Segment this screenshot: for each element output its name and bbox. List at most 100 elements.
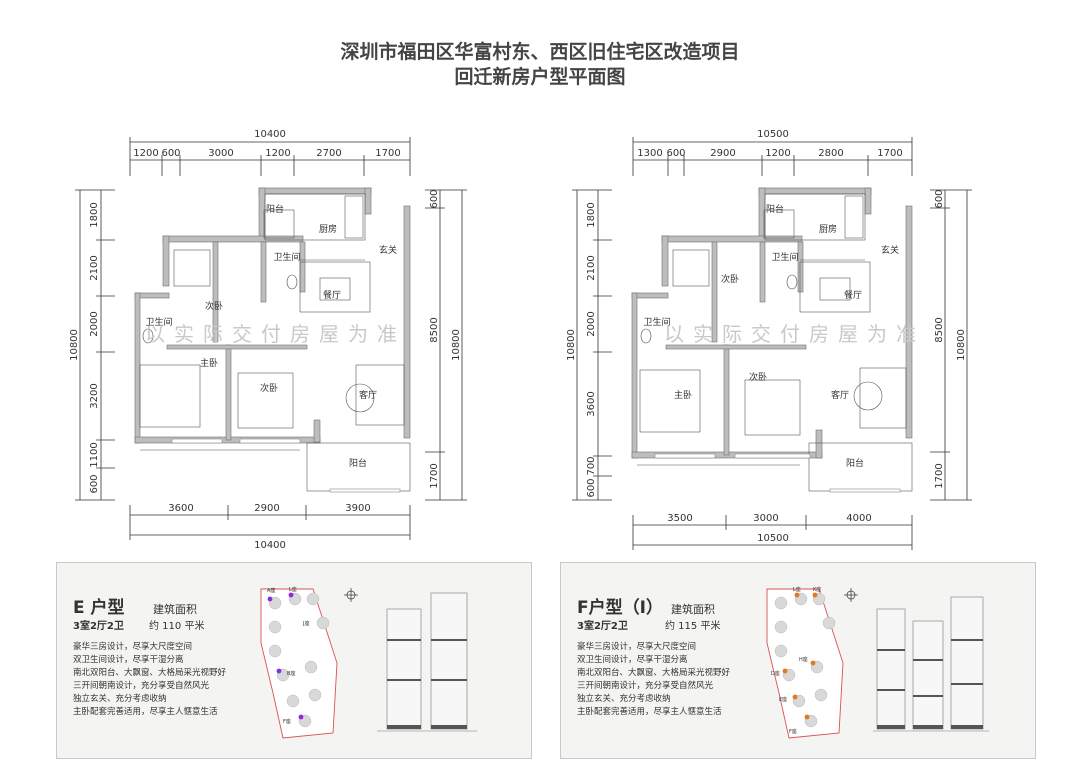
page-title: 深圳市福田区华富村东、西区旧住宅区改造项目 [340, 41, 740, 63]
dim-bottom: 3000 [753, 513, 778, 524]
dim-left: 1800 [586, 202, 597, 227]
site-label: F座 [283, 718, 291, 725]
dim-bottom: 4000 [846, 513, 871, 524]
dim-top: 1700 [877, 148, 902, 159]
room-label: 次卧 [260, 382, 278, 394]
room-label: 厨房 [819, 223, 837, 235]
dim-bottom-total: 10400 [254, 540, 286, 551]
dim-right: 600 [429, 189, 440, 208]
room-label: 客厅 [831, 389, 849, 401]
site-label: E座 [779, 696, 787, 703]
site-label: H座 [799, 656, 808, 663]
dim-left: 1100 [89, 442, 100, 467]
feature-item: 主卧配套完善适用，尽享主人惬意生活 [73, 707, 218, 717]
area-label: 建筑面积 [671, 603, 715, 616]
dim-top: 3000 [208, 148, 233, 159]
room-label: 客厅 [359, 389, 377, 401]
area-value: 约 110 平米 [149, 621, 205, 632]
dim-left-total: 10800 [69, 329, 80, 361]
dim-bottom: 3600 [168, 503, 193, 514]
dim-top: 1700 [375, 148, 400, 159]
site-label: L座 [793, 586, 801, 593]
feature-item: 独立玄关、充分考虑收纳 [73, 694, 167, 704]
feature-item: 豪华三房设计，尽享大尺度空间 [577, 642, 697, 652]
room-label: 卫生间 [643, 316, 670, 328]
room-label: 卫生间 [273, 251, 300, 263]
north-arrow-icon [844, 588, 858, 602]
feature-item: 豪华三房设计，尽享大尺度空间 [73, 642, 193, 652]
dim-left: 3600 [586, 391, 597, 416]
site-label: D座 [771, 670, 780, 677]
dim-top: 600 [666, 148, 685, 159]
dim-right-total: 10800 [451, 329, 462, 361]
dim-top-total: 10400 [254, 129, 286, 140]
area-value: 约 115 平米 [665, 621, 721, 632]
room-label: 次卧 [749, 371, 767, 383]
feature-item: 双卫生间设计，尽享干湿分离 [73, 655, 184, 665]
site-plan: A座 L座 J座 B座 F座 [260, 586, 358, 739]
dim-left: 3200 [89, 383, 100, 408]
dim-left: 600 [586, 478, 597, 497]
dim-top: 1200 [765, 148, 790, 159]
dim-top: 2700 [316, 148, 341, 159]
room-label: 主卧 [200, 357, 218, 369]
room-label: 卫生间 [771, 251, 798, 263]
room-label: 阳台 [266, 203, 284, 215]
feature-list: 豪华三房设计，尽享大尺度空间 双卫生间设计，尽享干湿分离 南北双阳台、大飘窗、大… [73, 641, 226, 719]
dim-right: 8500 [429, 317, 440, 342]
dim-bottom-total: 10500 [757, 533, 789, 544]
site-label: J座 [302, 620, 309, 627]
feature-item: 三开间朝南设计，充分享受自然风光 [73, 681, 210, 691]
building-elevation [873, 596, 989, 732]
room-label: 阳台 [766, 203, 784, 215]
north-arrow-icon [344, 588, 358, 602]
dim-left: 2100 [89, 255, 100, 280]
feature-item: 主卧配套完善适用，尽享主人惬意生活 [577, 707, 722, 717]
dim-bottom: 3500 [667, 513, 692, 524]
dim-bottom: 2900 [254, 503, 279, 514]
building-elevation [377, 592, 477, 732]
room-label: 次卧 [721, 273, 739, 285]
dim-left: 600 [89, 474, 100, 493]
watermark: 以实际交付房屋为准 [664, 322, 925, 346]
watermark: 以实际交付房屋为准 [145, 322, 406, 346]
dim-top: 2800 [818, 148, 843, 159]
site-label: B座 [287, 670, 295, 677]
unit-type: F户型（Ⅰ） [577, 598, 663, 618]
dim-left-total: 10800 [566, 329, 577, 361]
dim-right: 600 [934, 189, 945, 208]
dim-top: 2900 [710, 148, 735, 159]
site-plan: L座 K座 H座 D座 E座 F座 [766, 586, 858, 739]
dim-left: 700 [586, 456, 597, 475]
feature-item: 双卫生间设计，尽享干湿分离 [577, 655, 688, 665]
site-label: F座 [789, 728, 797, 735]
area-label: 建筑面积 [153, 603, 197, 616]
room-label: 阳台 [846, 457, 864, 469]
floor-plans: 10400 1200 600 3000 1200 2700 1700 3600 … [69, 129, 972, 551]
feature-item: 三开间朝南设计，充分享受自然风光 [577, 681, 714, 691]
page-subtitle: 回迁新房户型平面图 [454, 66, 626, 88]
unit-rooms: 3室2厅2卫 [73, 621, 124, 632]
room-label: 餐厅 [323, 289, 341, 301]
room-label: 卫生间 [145, 316, 172, 328]
room-label: 阳台 [349, 457, 367, 469]
dim-right: 8500 [934, 317, 945, 342]
feature-item: 南北双阳台、大飘窗、大格局采光视野好 [73, 668, 227, 678]
room-label: 玄关 [881, 244, 899, 256]
dim-top: 600 [161, 148, 180, 159]
dim-top-total: 10500 [757, 129, 789, 140]
dim-top: 1200 [133, 148, 158, 159]
feature-item: 南北双阳台、大飘窗、大格局采光视野好 [577, 668, 731, 678]
dim-right: 1700 [429, 463, 440, 488]
dim-top: 1300 [637, 148, 662, 159]
feature-list: 豪华三房设计，尽享大尺度空间 双卫生间设计，尽享干湿分离 南北双阳台、大飘窗、大… [577, 641, 730, 719]
info-panel-e: E 户型 3室2厅2卫 建筑面积 约 110 平米 豪华三房设计，尽享大尺度空间… [56, 562, 532, 759]
dim-top: 1200 [265, 148, 290, 159]
room-label: 餐厅 [844, 289, 862, 301]
site-label: K座 [813, 586, 821, 593]
room-label: 次卧 [205, 300, 223, 312]
dim-bottom: 3900 [345, 503, 370, 514]
room-label: 玄关 [379, 244, 397, 256]
dim-left: 2000 [89, 311, 100, 336]
plan-f: 10500 1300 600 2900 1200 2800 1700 3500 … [566, 129, 972, 550]
